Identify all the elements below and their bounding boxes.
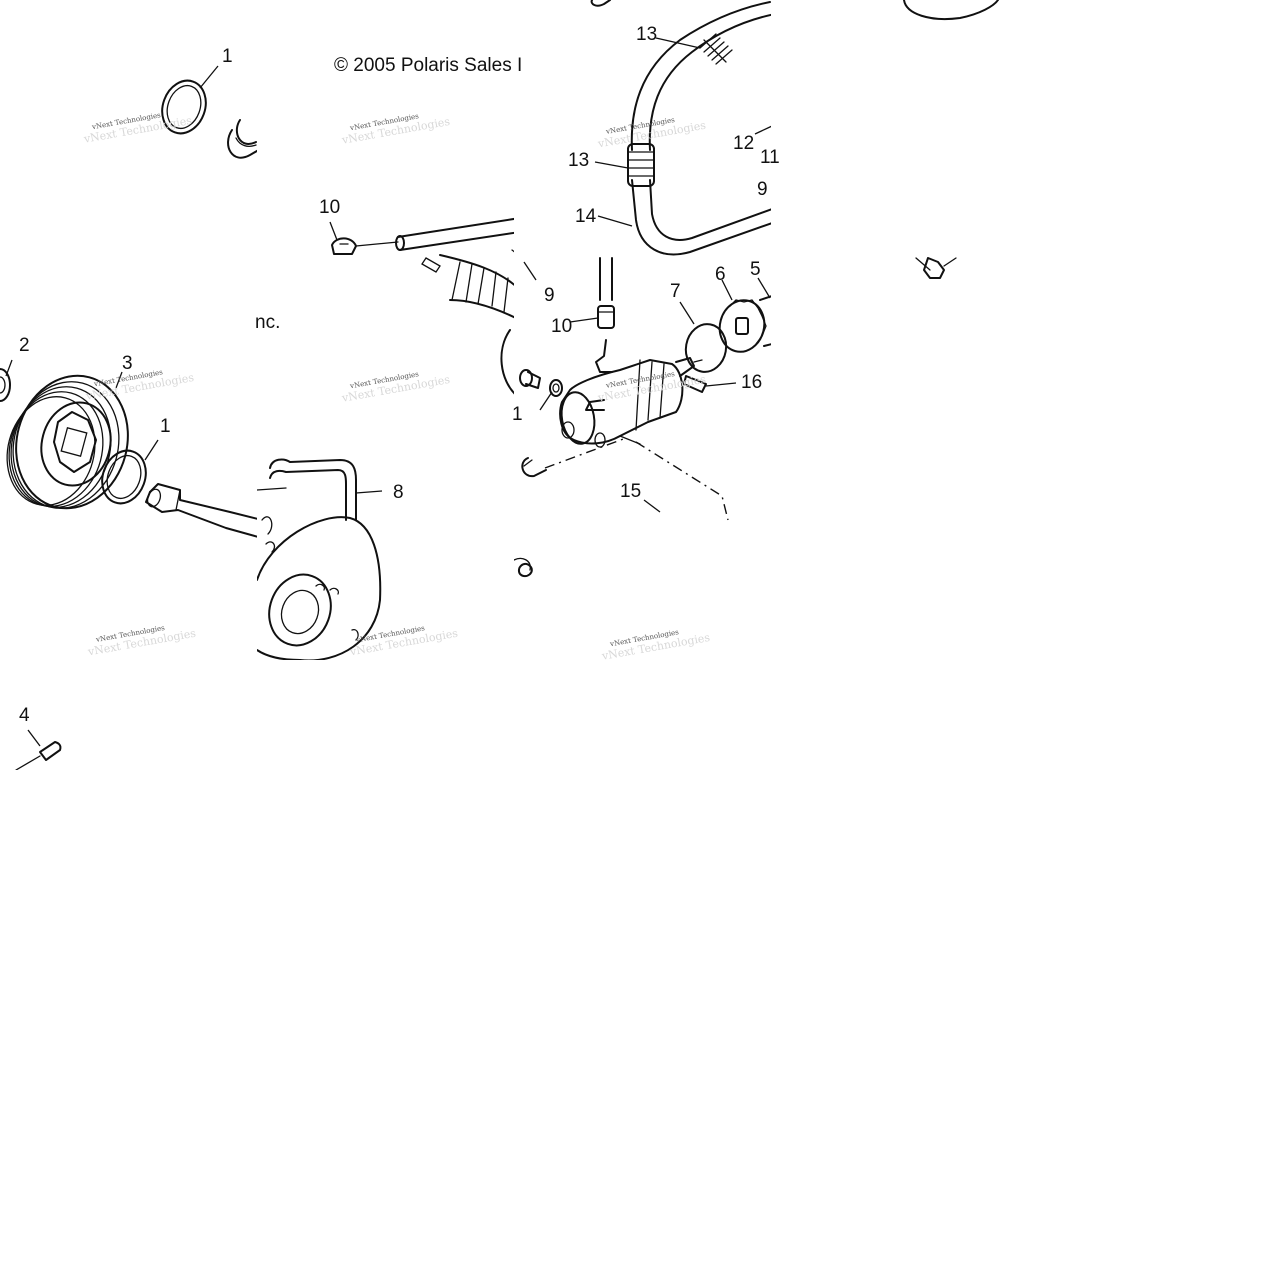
pin-part [683,375,707,393]
boot-part [421,249,514,395]
callout-2: 2 [19,335,30,356]
watermarks: vNext Technologies vNext Technologies vN… [82,111,711,663]
callout-7: 7 [670,281,681,302]
snap-ring-part [161,79,207,135]
washer-part [0,368,11,402]
callout-4: 4 [19,705,30,726]
callout-10: 10 [551,316,572,337]
washer-part [549,379,563,397]
callout-1: 1 [512,404,523,425]
svg-text:© 2005 Polaris Sales I: © 2005 Polaris Sales I [334,55,522,76]
callout-15: 15 [620,481,641,502]
callout-16: 16 [741,372,762,393]
pump-housing-part [257,516,382,660]
callout-14: 14 [575,206,597,227]
oil-line-part [331,217,514,255]
callout-9: 9 [544,285,555,306]
oil-tube-part [630,1,771,256]
dowel-pin-part [15,741,62,770]
callout-13: 13 [636,24,657,45]
callout-13: 13 [568,150,589,171]
tile-middle-left [257,217,514,660]
o-ring-part [684,323,728,373]
snap-ring-part [101,449,147,505]
hose-part [597,257,615,329]
svg-text:nc.: nc. [255,312,280,333]
drive-gear-part [718,295,771,353]
callout-6: 6 [715,264,726,285]
shaft-part [145,483,257,538]
tile-middle-right [514,0,771,578]
hose-clamp-part [627,33,733,187]
copyright-notice: © 2005 Polaris Sales I nc. [255,55,522,333]
pulley-part [6,374,129,510]
screw-part [519,369,541,389]
callout-12: 12 [733,133,754,154]
callout-11: 11 [760,147,780,168]
clip-part [227,119,257,159]
callout-1: 1 [160,416,171,437]
callout-9: 9 [757,179,768,200]
callout-labels: 1 1 1 2 3 4 5 6 7 8 9 9 10 10 11 12 13 1… [19,24,780,726]
tile-left [0,65,257,770]
callout-3: 3 [122,353,133,374]
clip-part [514,457,547,578]
callout-5: 5 [750,259,761,280]
hose-loop-part [257,458,357,521]
callout-1: 1 [222,46,233,67]
bolt-part [915,257,957,279]
callout-8: 8 [393,482,404,503]
oil-pump-part [559,339,703,448]
callout-10: 10 [319,197,340,218]
tile-right [903,0,999,279]
